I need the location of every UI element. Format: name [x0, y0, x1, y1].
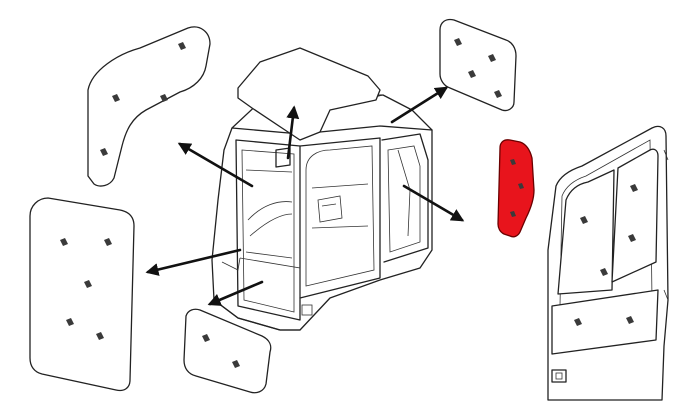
rear-upper-window[interactable] — [439, 18, 517, 112]
arrow-to-left-lower — [145, 248, 242, 276]
front-lower-window[interactable] — [183, 308, 272, 394]
window-marks — [574, 184, 638, 326]
arrow-to-left-upper — [177, 142, 254, 188]
arrow-to-rear-upper — [390, 86, 449, 124]
window-marks — [60, 238, 112, 340]
window-marks — [202, 334, 240, 368]
right-rear-small-window[interactable] — [497, 139, 535, 238]
window-marks — [454, 38, 502, 98]
arrow-to-small-window — [402, 184, 465, 222]
cab-door[interactable] — [547, 125, 669, 401]
arrows — [145, 86, 465, 306]
cab-body — [211, 94, 433, 331]
window-marks — [100, 42, 186, 156]
left-lower-window[interactable] — [29, 197, 135, 392]
roof-window[interactable] — [237, 47, 381, 141]
arrow-to-front-lower — [207, 280, 264, 306]
arrow-to-roof — [286, 105, 300, 160]
left-upper-window[interactable] — [87, 26, 211, 187]
window-marks — [510, 159, 524, 217]
